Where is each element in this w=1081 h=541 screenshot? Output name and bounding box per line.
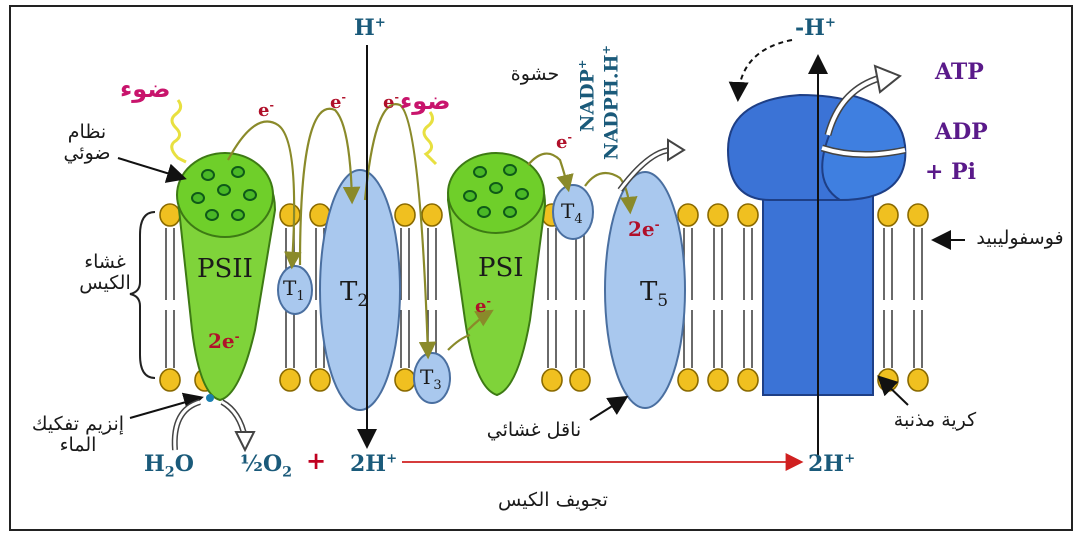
lipid-head — [708, 204, 728, 226]
lipid-head — [908, 369, 928, 391]
transporter-label: ناقل غشائي — [478, 420, 590, 441]
two-proton-right: 2H+ — [808, 452, 855, 476]
membrane-label: غشاء الكيس — [74, 252, 136, 294]
plus-label: + — [306, 448, 326, 474]
lipid-head — [738, 369, 758, 391]
light-label-1: ضوء — [120, 76, 171, 102]
lipid-head — [310, 369, 330, 391]
stroma-label: حشوة — [500, 64, 570, 85]
lipid-head — [908, 204, 928, 226]
lipid-head — [678, 204, 698, 226]
lipid-head — [280, 204, 300, 226]
electron-label-1: e- — [258, 100, 274, 121]
lipid-head — [160, 369, 180, 391]
water-label: H2O — [144, 452, 194, 481]
lipid-head — [570, 369, 590, 391]
t2-label: T2 — [340, 278, 368, 310]
water-enzyme-label: إنزيم تفكيك الماء — [22, 414, 134, 456]
lipid-head — [878, 204, 898, 226]
phospholipid-label: فوسفوليبيد — [968, 228, 1072, 249]
t5-label: T5 — [640, 278, 668, 310]
lipid-head — [678, 369, 698, 391]
lipid-head — [542, 369, 562, 391]
electron-label-4: e- — [556, 132, 572, 153]
lipid-head — [422, 204, 442, 226]
t4-label: T4 — [561, 200, 583, 227]
two-electron-psii: 2e- — [208, 330, 240, 352]
two-electron-t5: 2e- — [628, 218, 660, 240]
nadp-label: NADP+ — [576, 60, 598, 132]
lipid-head — [395, 204, 415, 226]
light-label-2: ضوء — [400, 88, 451, 114]
lipid-head — [280, 369, 300, 391]
oxygen-label: ½O2 — [240, 452, 292, 481]
nadph-label: NADPH.H+ — [600, 45, 622, 160]
lipid-head — [738, 204, 758, 226]
electron-label-2: e- — [330, 92, 346, 113]
electron-label-5: e- — [475, 296, 491, 317]
adp-label: ADP — [935, 120, 988, 144]
atp-synthase-label: كرية مذنبة — [880, 410, 990, 431]
lumen-label: تجويف الكيس — [478, 490, 628, 511]
psi-label: PSI — [478, 254, 524, 283]
lipid-head — [395, 369, 415, 391]
psii-label: PSII — [197, 255, 253, 284]
proton-top: H+ — [354, 16, 386, 40]
proton-right-top: -H+ — [795, 16, 836, 40]
electron-label-3: e- — [383, 92, 399, 113]
pi-label: + Pi — [925, 160, 976, 184]
atp-label: ATP — [935, 60, 984, 84]
lipid-head — [708, 369, 728, 391]
t3-label: T3 — [420, 366, 442, 393]
antenna-label: نظام ضوئي — [52, 122, 122, 164]
two-proton-mid: 2H+ — [350, 452, 397, 476]
t1-label: T1 — [283, 277, 305, 304]
lipid-head — [160, 204, 180, 226]
